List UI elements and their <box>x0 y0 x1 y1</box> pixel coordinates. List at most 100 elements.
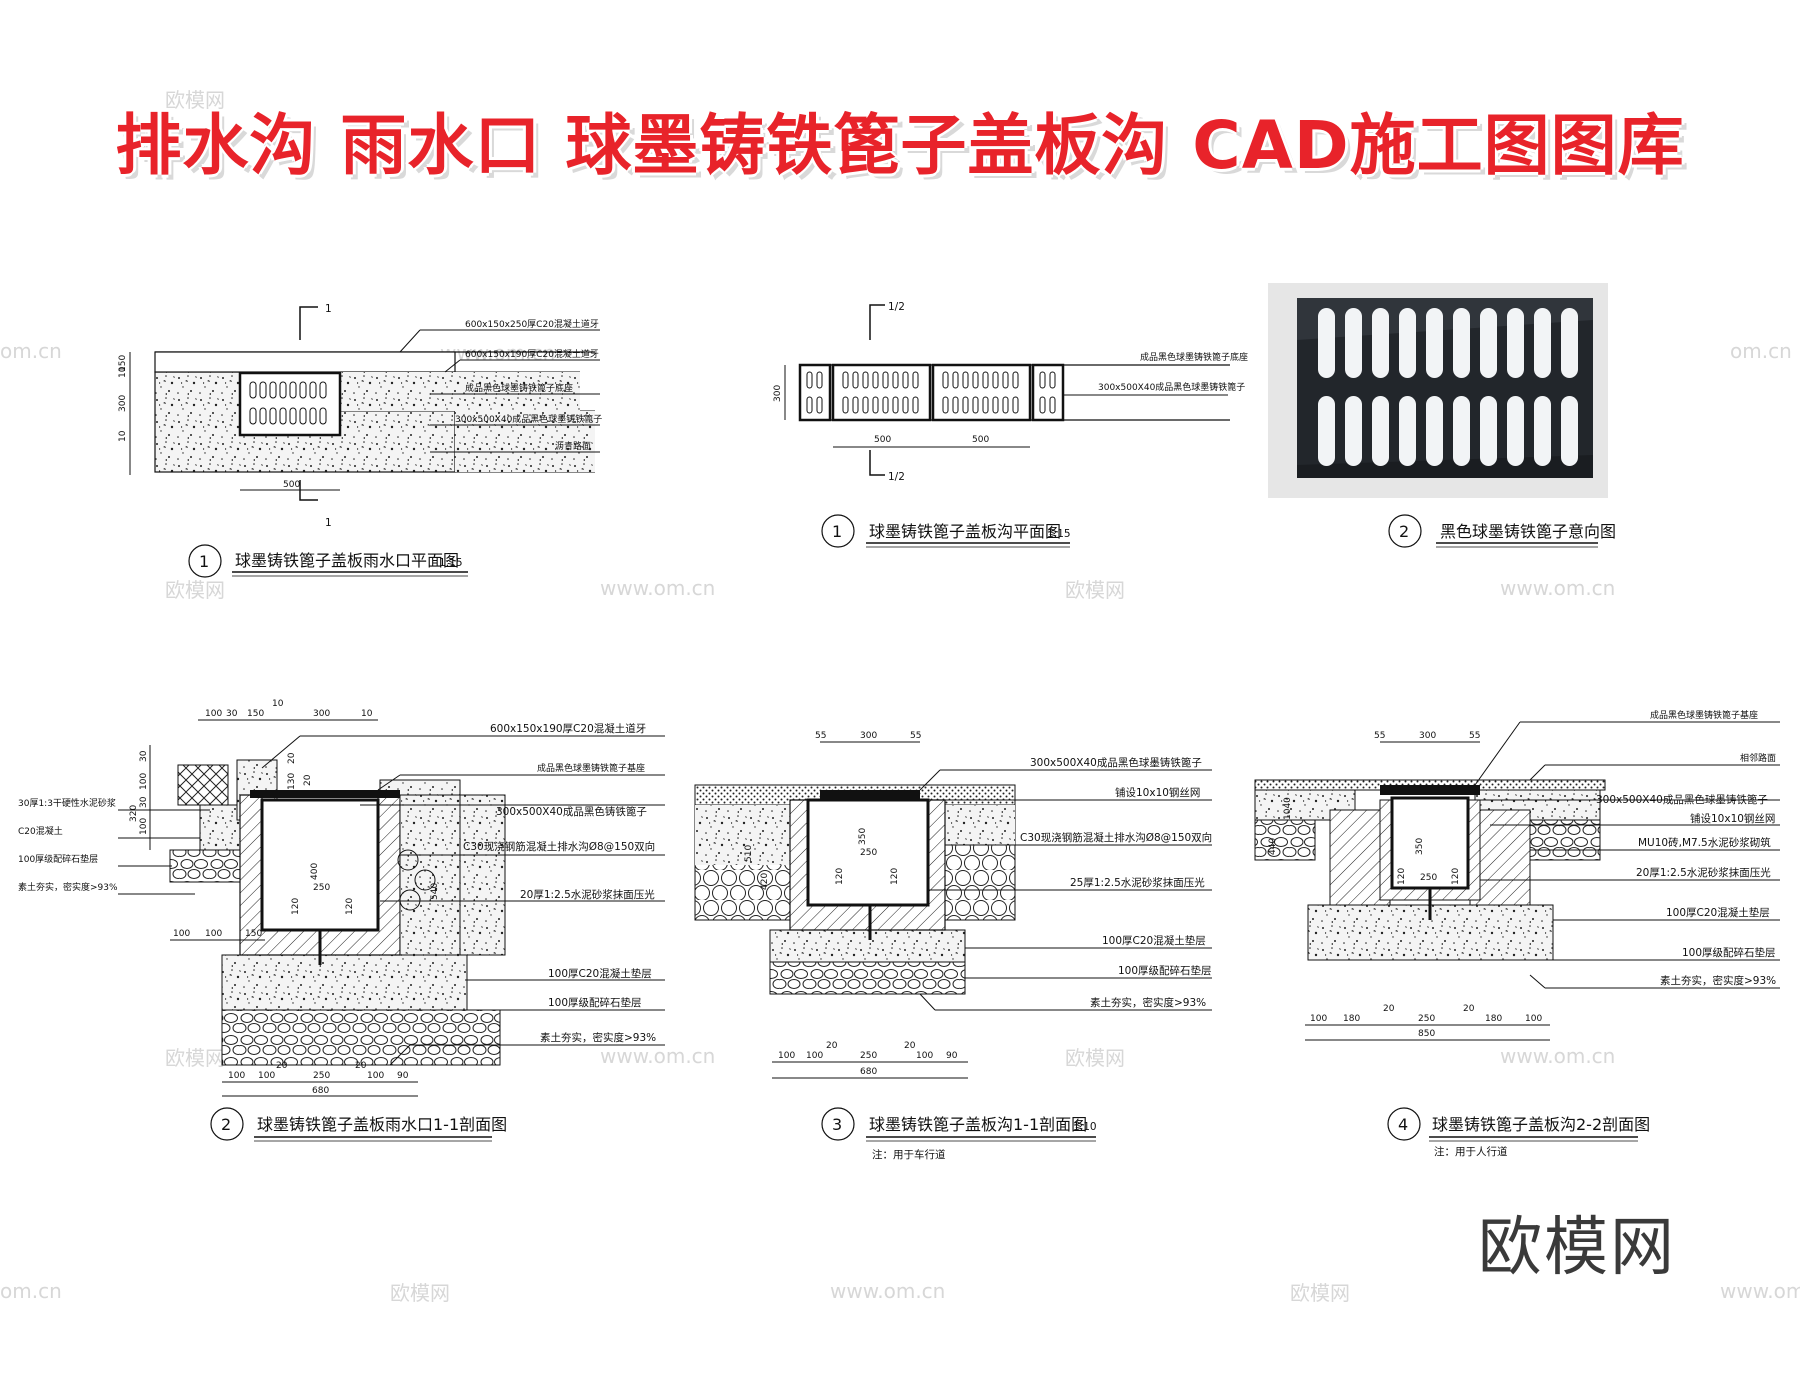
dimension-label: 20 <box>303 774 313 786</box>
dimension-label: 30 <box>226 709 238 719</box>
dimension-label: 120 <box>291 898 301 915</box>
watermark-text: www.om.cn <box>600 1044 715 1068</box>
dimension-label: 20 <box>826 1041 838 1051</box>
note-leaders <box>399 329 600 453</box>
watermark-text: 欧模网 <box>1290 1281 1350 1305</box>
dimension-label: 10 <box>118 430 128 442</box>
dimension-label: 20 <box>904 1041 916 1051</box>
dimension-label: 100 <box>258 1071 275 1081</box>
drawing-caption: 球墨铸铁篦子盖板沟1-1剖面图 <box>869 1115 1087 1134</box>
note-leaders <box>1474 721 1780 989</box>
dimension-label: 680 <box>312 1086 329 1096</box>
dimension-label: 10 <box>272 699 284 709</box>
channel-section-2-drawing: 55 300 55 350 250 120 120 1040 440 100 1… <box>1254 709 1780 1158</box>
dimension-label: 150 <box>247 709 264 719</box>
dimension-label: 10 <box>361 709 373 719</box>
watermark-text: 欧模网 <box>390 1281 450 1305</box>
dimension-label: 100 <box>778 1051 795 1061</box>
dimension-label: 100 <box>139 818 149 835</box>
note-text: 素土夯实，密实度>93% <box>1090 996 1206 1009</box>
dimension-label: 100 <box>916 1051 933 1061</box>
note-text: 600x150x250厚C20混凝土道牙 <box>465 318 599 330</box>
dimension-label: 120 <box>1451 868 1461 885</box>
note-text: MU10砖,M7.5水泥砂浆砌筑 <box>1638 836 1771 849</box>
channel-plan-drawing: 1/2 1/2 300 500 500 成品黑色球墨铸铁篦子底座 300x500… <box>773 301 1248 548</box>
dimension-label: 300 <box>773 385 783 402</box>
dimension-label: 300 <box>860 731 877 741</box>
dimension-label: 250 <box>313 1071 330 1081</box>
note-text: 沥青路面 <box>555 440 591 452</box>
note-leaders <box>261 735 665 1066</box>
note-text: 100厚级配碎石垫层 <box>1682 946 1776 959</box>
note-text: 素土夯实，密实度>93% <box>18 881 118 893</box>
brand-watermark: 欧模网 <box>1478 1211 1676 1285</box>
watermark-text: 欧模网 <box>1065 578 1125 602</box>
watermark-text: www.om.cn <box>830 1279 945 1303</box>
drawing-note: 注：用于车行道 <box>872 1148 946 1161</box>
watermark-text: om.cn <box>1730 339 1792 363</box>
dimension-label: 20 <box>355 1061 367 1071</box>
page-title: 排水沟 雨水口 球墨铸铁篦子盖板沟 CAD施工图图库 <box>115 107 1685 184</box>
dimension-label: 510 <box>744 845 754 862</box>
note-text: 300x500X40成品黑色球墨铸铁篦子 <box>1596 793 1768 806</box>
grate-slot-grid <box>1318 308 1578 466</box>
dimension-label: 120 <box>345 898 355 915</box>
dimension-label: 300 <box>118 395 128 412</box>
dimension-label: 120 <box>835 868 845 885</box>
dimension-label: 440 <box>1268 838 1278 855</box>
dimension-label: 500 <box>972 435 989 445</box>
drawing-caption: 球墨铸铁篦子盖板沟2-2剖面图 <box>1432 1115 1650 1134</box>
note-text: 20厚1:2.5水泥砂浆抹面压光 <box>520 888 655 901</box>
section-mark: 1/2 <box>888 301 905 313</box>
grate-slots <box>249 381 327 425</box>
dimension-label: 540 <box>430 883 440 900</box>
dimension-label: 100 <box>1310 1014 1327 1024</box>
watermark-text: www.om.cn <box>1500 576 1615 600</box>
watermark-text: 欧模网 <box>165 1046 225 1070</box>
dimension-label: 90 <box>397 1071 409 1081</box>
channel-grate-slots <box>806 371 1056 414</box>
dimension-label: 55 <box>1374 731 1385 741</box>
note-text: 成品黑色球墨铸铁篦子基座 <box>1650 709 1758 721</box>
dimension-label: 20 <box>276 1061 288 1071</box>
dimension-label: 420 <box>760 873 770 890</box>
note-text: 100厚级配碎石垫层 <box>18 853 98 865</box>
drawing-number: 2 <box>221 1115 231 1134</box>
inlet-plan-drawing: 1 1 150 10 300 10 500 600x150x250厚C20混凝土… <box>118 303 602 578</box>
watermark-text: om.cn <box>0 1279 62 1303</box>
channel-section-1-drawing: 55 300 55 350 250 120 120 510 420 100 10… <box>694 731 1212 1161</box>
dimension-label: 500 <box>283 480 300 490</box>
dimension-label: 250 <box>860 848 877 858</box>
dimension-label: 55 <box>1469 731 1480 741</box>
note-text: 100厚级配碎石垫层 <box>548 996 642 1009</box>
drawing-scale: 1:15 <box>1047 528 1071 540</box>
dimension-label: 20 <box>1383 1004 1395 1014</box>
note-text: 300x500X40成品黑色球墨铸铁篦子 <box>455 413 602 425</box>
dimension-label: 180 <box>1343 1014 1360 1024</box>
note-text: 相邻路面 <box>1740 752 1776 764</box>
dimension-label: 500 <box>874 435 891 445</box>
dimension-label: 100 <box>367 1071 384 1081</box>
note-text: 素土夯实，密实度>93% <box>540 1031 656 1044</box>
drawing-scale: 1:10 <box>1073 1121 1097 1133</box>
watermark-text: 欧模网 <box>165 88 225 112</box>
dimension-label: 350 <box>858 828 868 845</box>
grate-photo: 2 黑色球墨铸铁篦子意向图 <box>1268 283 1616 548</box>
note-text: 成品黑色球墨铸铁篦子底座 <box>1140 351 1248 363</box>
drawing-number: 3 <box>832 1115 842 1134</box>
dimension-label: 100 <box>139 773 149 790</box>
dimension-label: 120 <box>890 868 900 885</box>
note-text: C30现浇钢筋混凝土排水沟Ø8@150双向 <box>1020 831 1212 844</box>
dimension-label: 350 <box>1415 838 1425 855</box>
note-text: 30厚1:3干硬性水泥砂浆 <box>18 797 116 809</box>
dimension-label: 300 <box>1419 731 1436 741</box>
dimension-label: 30 <box>139 750 149 762</box>
dimension-label: 300 <box>313 709 330 719</box>
watermark-text: 欧模网 <box>165 578 225 602</box>
drawing-number: 4 <box>1398 1115 1408 1134</box>
note-leaders <box>919 769 1212 1011</box>
section-mark: 1/2 <box>888 471 905 483</box>
note-text: 600x150x190厚C20混凝土道牙 <box>465 348 599 360</box>
drawing-number: 1 <box>832 522 842 541</box>
dimension-label: 20 <box>287 752 297 764</box>
